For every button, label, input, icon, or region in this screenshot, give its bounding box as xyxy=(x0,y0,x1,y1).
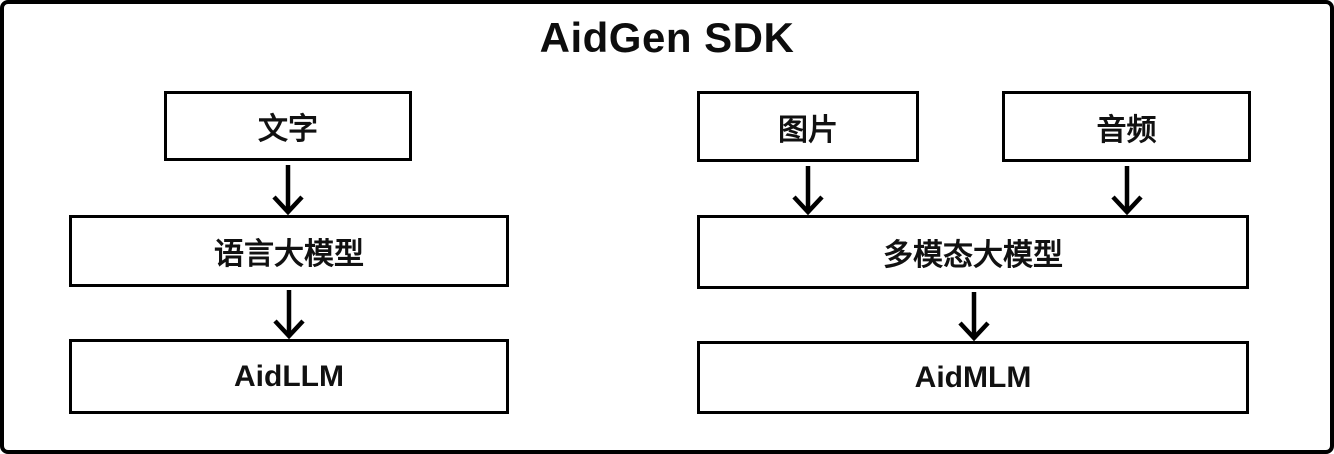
diagram-title: AidGen SDK xyxy=(539,14,795,61)
node-language-large-model: 语言大模型 xyxy=(69,215,509,287)
node-multimodal-large-model: 多模态大模型 xyxy=(697,215,1249,289)
node-aidllm: AidLLM xyxy=(69,339,509,414)
arrow-audio-to-mlm xyxy=(1111,166,1143,216)
node-audio-input: 音频 xyxy=(1002,91,1251,162)
arrow-image-to-mlm xyxy=(792,166,824,216)
node-image-input: 图片 xyxy=(697,91,919,162)
arrow-text-to-llm xyxy=(272,165,304,216)
arrow-llm-to-aidllm xyxy=(273,290,305,340)
arrow-mlm-to-aidmlm xyxy=(958,292,990,342)
node-aidmlm: AidMLM xyxy=(697,341,1249,414)
node-text-input: 文字 xyxy=(164,91,412,161)
